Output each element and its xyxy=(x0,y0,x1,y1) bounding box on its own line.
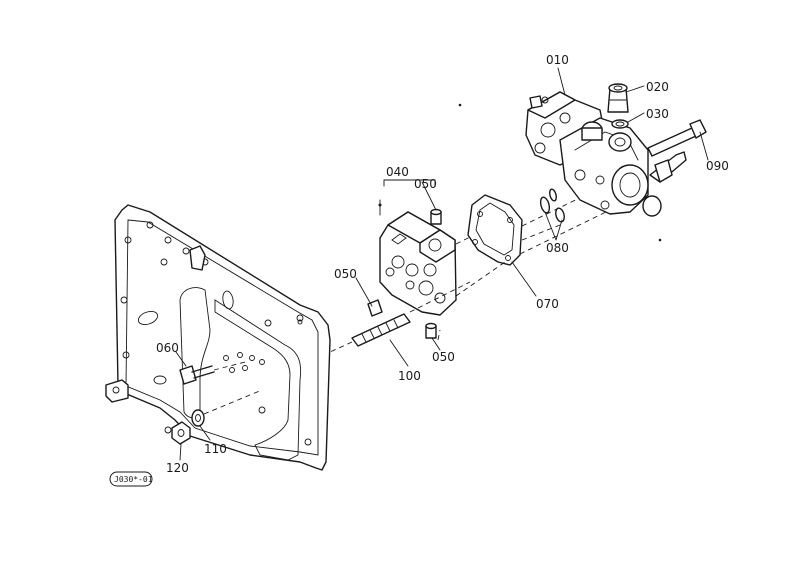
stud-100 xyxy=(329,313,411,353)
leader-lines xyxy=(175,67,709,461)
label-030: 030 xyxy=(646,107,669,121)
valve-body-040 xyxy=(378,199,457,316)
label-050-left: 050 xyxy=(334,267,357,281)
nut-110 xyxy=(191,389,263,427)
label-090: 090 xyxy=(706,159,729,173)
washer-030 xyxy=(611,119,629,129)
gasket-070 xyxy=(467,194,523,266)
valve-assembly-010 xyxy=(525,91,687,217)
bolt-060 xyxy=(179,361,246,385)
label-110: 110 xyxy=(204,442,227,456)
bolt-090 xyxy=(647,119,707,157)
plug-050-bottom xyxy=(425,322,437,339)
o-rings-080 xyxy=(539,188,565,223)
label-010: 010 xyxy=(546,53,569,67)
label-070: 070 xyxy=(536,297,559,311)
label-020: 020 xyxy=(646,80,669,94)
fitting-020 xyxy=(607,83,629,113)
label-040: 040 xyxy=(386,165,409,179)
part-labels: 010 020 030 040 050 050 050 060 070 080 … xyxy=(156,53,729,475)
mounting-plate xyxy=(105,204,331,471)
plug-050-top xyxy=(430,208,442,225)
label-060: 060 xyxy=(156,341,179,355)
nut-120 xyxy=(171,421,191,445)
drawing-code: J030*-01 xyxy=(114,475,153,484)
label-120: 120 xyxy=(166,461,189,475)
label-050-top: 050 xyxy=(414,177,437,191)
drawing-code-tag: J030*-01 xyxy=(109,471,153,487)
label-080: 080 xyxy=(546,241,569,255)
label-100: 100 xyxy=(398,369,421,383)
label-050-bottom: 050 xyxy=(432,350,455,364)
plug-050-left xyxy=(367,299,383,317)
